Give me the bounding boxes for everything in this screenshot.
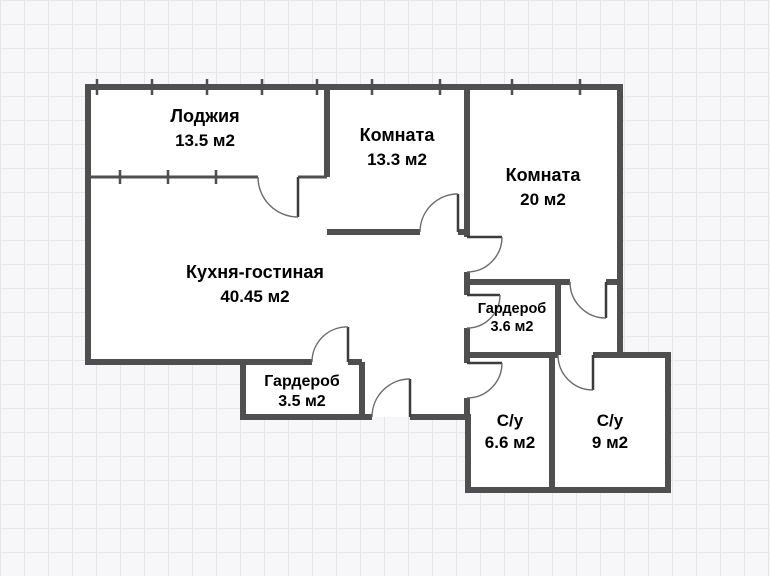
label-room-20-name: Комната [506, 165, 582, 185]
label-bathroom-9-area: 9 м2 [592, 433, 628, 452]
loggia-inner-window-ticks [118, 170, 218, 184]
door-bathroom-6-6-arc [466, 362, 503, 399]
door-wardrobe-3-6-arc [466, 294, 501, 329]
doors [257, 176, 608, 418]
room-labels: Лоджия 13.5 м2 Комната 13.3 м2 Комната 2… [170, 106, 628, 452]
door-bathroom-9 [557, 354, 595, 391]
door-room-13-arc [419, 193, 459, 233]
door-wardrobe-3-5-arc [311, 326, 349, 363]
label-room-20-area: 20 м2 [520, 190, 566, 209]
door-room-20 [466, 235, 503, 273]
door-hall [569, 281, 608, 319]
door-bathroom-6-6 [466, 361, 503, 399]
door-entrance [371, 378, 412, 418]
door-loggia [257, 176, 300, 218]
label-wardrobe-3-6-name: Гардероб [478, 301, 547, 317]
label-wardrobe-3-5-name: Гардероб [264, 373, 340, 390]
outer-walls [85, 84, 671, 493]
label-kitchen-area: 40.45 м2 [220, 287, 289, 306]
label-bathroom-9-name: С/у [597, 411, 624, 430]
label-room-13-area: 13.3 м2 [367, 150, 427, 169]
label-wardrobe-3-5-area: 3.5 м2 [278, 393, 326, 410]
door-entrance-arc [371, 378, 411, 418]
apartment-floor [88, 87, 668, 490]
loggia-window-ticks [95, 79, 319, 95]
window-ticks [95, 79, 582, 184]
door-room-20-arc [466, 236, 503, 273]
inner-walls [243, 87, 620, 490]
label-loggia-area: 13.5 м2 [175, 131, 235, 150]
label-kitchen-name: Кухня-гостиная [186, 262, 324, 282]
door-bathroom-9-arc [557, 354, 594, 391]
door-room-13 [419, 193, 460, 233]
label-wardrobe-3-6-area: 3.6 м2 [491, 319, 534, 335]
door-wardrobe-3-5 [311, 326, 350, 363]
label-room-13-name: Комната [360, 125, 436, 145]
door-wardrobe-3-6 [466, 293, 501, 329]
door-hall-arc [569, 281, 607, 319]
label-bathroom-6-6-area: 6.6 м2 [485, 433, 535, 452]
room-20-window-ticks [510, 79, 582, 95]
door-loggia-arc [257, 176, 299, 218]
room-13-window-ticks [370, 79, 442, 95]
label-bathroom-6-6-name: С/у [497, 411, 524, 430]
label-loggia-name: Лоджия [170, 106, 239, 126]
